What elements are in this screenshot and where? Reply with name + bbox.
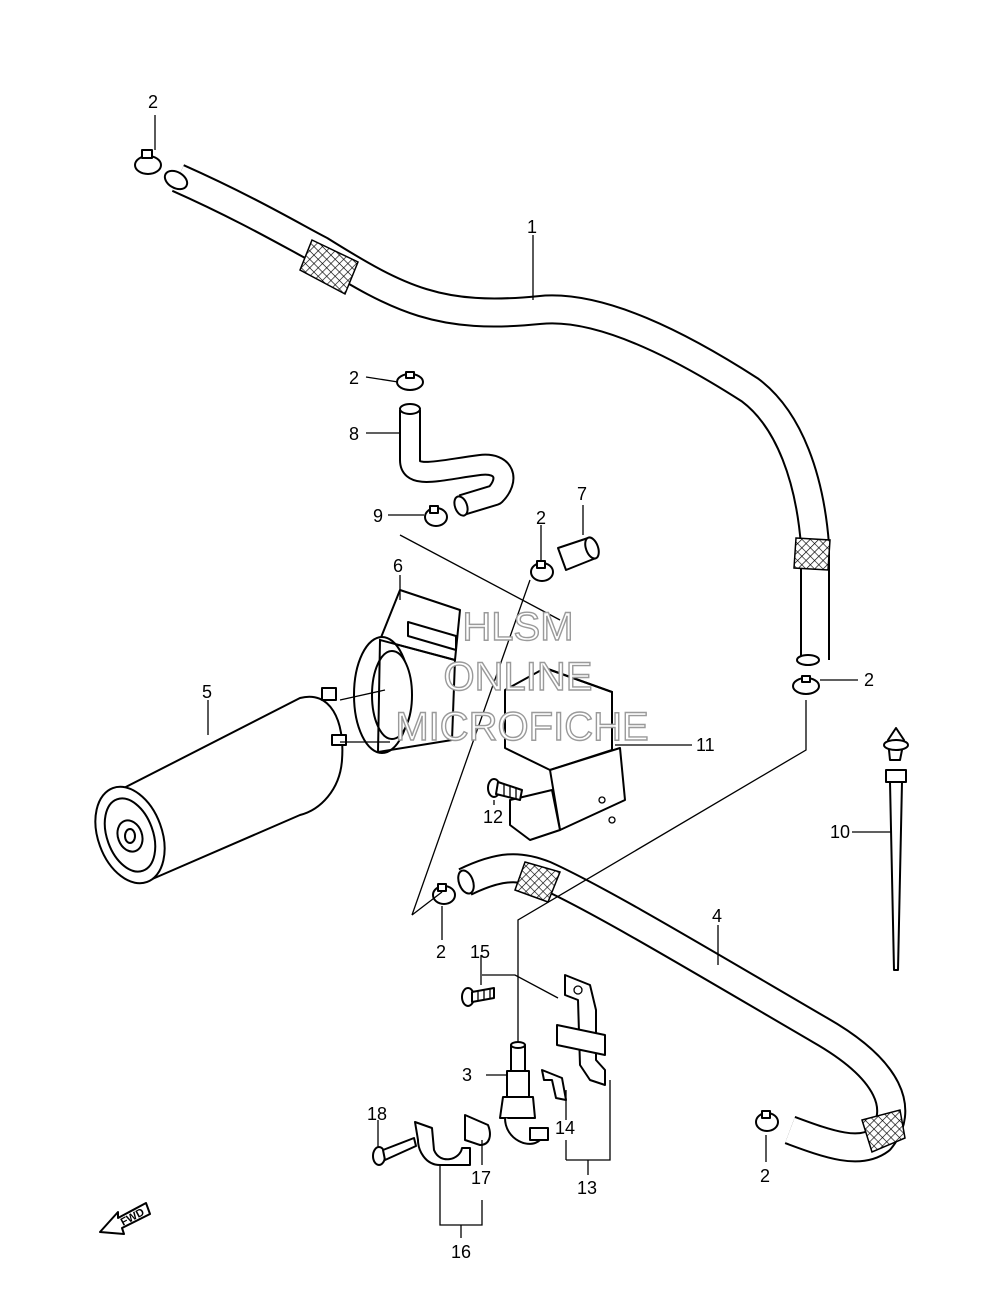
callout-18: 18 (367, 1104, 387, 1124)
callout-15: 15 (470, 942, 490, 962)
callout-2: 2 (864, 670, 874, 690)
fitting-3 (499, 1041, 549, 1145)
cover-11 (504, 667, 626, 841)
callout-17: 17 (471, 1168, 491, 1188)
clamp-9 (424, 505, 448, 527)
clip-14 (541, 1069, 567, 1101)
callout-14: 14 (555, 1118, 575, 1138)
fwd-arrow: FWD (99, 1202, 151, 1235)
callout-11: 11 (696, 735, 715, 755)
hose-1 (163, 164, 831, 666)
callout-labels: 2 1 2 8 9 2 7 6 2 5 11 12 10 4 2 15 3 14… (148, 92, 874, 1262)
callout-7: 7 (577, 484, 587, 504)
callout-2: 2 (760, 1166, 770, 1186)
callout-3: 3 (462, 1065, 472, 1085)
clamp-2-hose-8 (396, 371, 424, 391)
callout-12: 12 (483, 807, 503, 827)
callout-8: 8 (349, 424, 359, 444)
callout-1: 1 (527, 217, 537, 237)
clamp-bracket-16 (414, 1121, 471, 1166)
callout-2: 2 (349, 368, 359, 388)
clamp-2-bottom-right (755, 1110, 779, 1132)
hose-4 (457, 853, 907, 1163)
watermark-line-2: ONLINE (444, 655, 593, 699)
clip-17 (464, 1114, 491, 1146)
cable-tie-10 (883, 727, 909, 971)
callout-6: 6 (393, 556, 403, 576)
callout-2: 2 (536, 508, 546, 528)
clamp-2-hose-4 (432, 883, 456, 905)
callout-leaders (154, 115, 892, 1238)
watermark: HLSM ONLINE MICROFICHE (395, 604, 650, 749)
fuel-pump-5 (94, 687, 347, 885)
clamp-2-right (792, 675, 820, 695)
callout-2: 2 (148, 92, 158, 112)
callout-10: 10 (830, 822, 850, 842)
watermark-line-3: MICROFICHE (395, 705, 648, 749)
callout-4: 4 (712, 906, 722, 926)
clamp-2-sleeve (530, 560, 554, 582)
hose-8 (399, 403, 515, 517)
bolt-12 (487, 778, 523, 801)
sleeve-7 (557, 536, 600, 571)
callout-13: 13 (577, 1178, 597, 1198)
screw-18 (372, 1137, 417, 1166)
clamp-2-top-left (134, 149, 162, 175)
callout-9: 9 (373, 506, 383, 526)
bracket-13 (556, 974, 606, 1086)
callout-16: 16 (451, 1242, 471, 1262)
callout-2: 2 (436, 942, 446, 962)
pump-holder-6 (353, 589, 461, 754)
watermark-line-1: HLSM (462, 605, 573, 649)
fwd-label: FWD (119, 1206, 147, 1228)
screw-15 (461, 987, 495, 1007)
callout-5: 5 (202, 682, 212, 702)
assembly-lines (339, 534, 807, 1042)
